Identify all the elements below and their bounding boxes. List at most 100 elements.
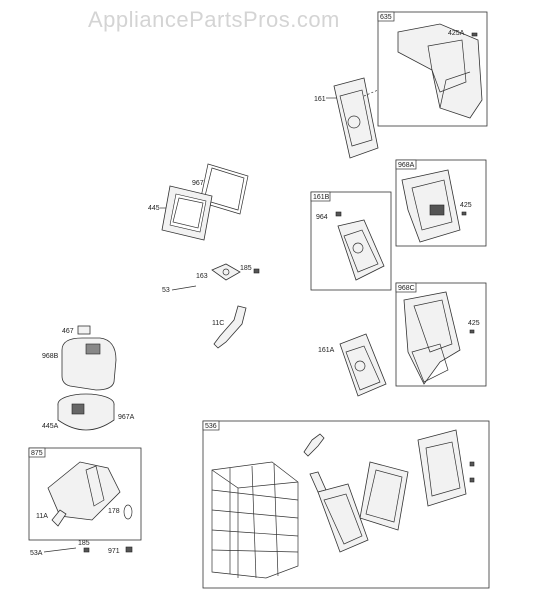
label-971: 971 xyxy=(108,548,120,555)
label-11c: 11C xyxy=(212,320,224,327)
assembly-875-frame xyxy=(28,447,142,541)
housing-968c xyxy=(403,291,461,385)
assembly-161b[interactable]: 161B 964 xyxy=(310,191,392,291)
assembly-875[interactable]: 875 11A 178 xyxy=(28,447,142,541)
screw-536-b xyxy=(469,477,475,483)
part-971[interactable]: 971 xyxy=(108,546,133,555)
label-185-top: 185 xyxy=(240,265,252,272)
hose-11a xyxy=(51,509,67,527)
assembly-635-tag xyxy=(377,11,395,22)
housing-536 xyxy=(417,429,467,507)
assembly-968c-frame xyxy=(395,282,487,387)
nut-185-top xyxy=(253,268,260,274)
cover-edge xyxy=(439,71,471,109)
assembly-536-tag xyxy=(202,420,220,431)
stud-53 xyxy=(171,285,197,291)
label-161b: 161B xyxy=(313,194,330,201)
label-53: 53 xyxy=(162,287,170,294)
screw-425-mid xyxy=(469,329,475,334)
base-161b xyxy=(337,219,385,281)
assembly-968c[interactable]: 968C 425 xyxy=(395,282,487,387)
assembly-536[interactable]: 536 xyxy=(202,420,490,589)
label-968b: 968B xyxy=(42,353,59,360)
part-53[interactable]: 53 xyxy=(162,285,197,294)
gasket-163-hole xyxy=(222,268,230,276)
nut-185-bot xyxy=(83,547,90,553)
gasket-967 xyxy=(199,163,249,215)
wire-cage xyxy=(211,461,299,579)
label-445: 445 xyxy=(148,205,160,212)
filter-445a-pleats xyxy=(71,403,85,415)
filter-445a-body xyxy=(57,404,115,431)
base-161-port xyxy=(347,115,361,129)
part-185-bot[interactable]: 185 xyxy=(78,540,90,553)
clip-536 xyxy=(309,471,327,493)
housing-968c-inner xyxy=(413,299,453,353)
cover-inner-recess xyxy=(427,39,467,93)
label-178: 178 xyxy=(108,508,120,515)
part-467[interactable]: 467 xyxy=(62,325,91,335)
assembly-161b-tag xyxy=(310,191,331,202)
part-161[interactable]: 161 xyxy=(314,77,379,159)
label-425-top: 425 xyxy=(460,202,472,209)
label-875: 875 xyxy=(31,450,43,457)
part-163[interactable]: 163 xyxy=(196,263,241,281)
assembly-635-frame xyxy=(377,11,488,127)
part-967a[interactable]: 967A xyxy=(118,414,135,421)
assembly-161b-frame xyxy=(310,191,392,291)
label-425a: 425A xyxy=(448,30,465,37)
label-161a: 161A xyxy=(318,347,335,354)
label-53a: 53A xyxy=(30,550,43,557)
part-967[interactable]: 967 xyxy=(192,163,249,215)
dashed-leader-161 xyxy=(363,89,379,97)
assembly-635[interactable]: 635 425A xyxy=(377,11,488,127)
base-536-inner xyxy=(323,493,363,545)
air-filter-445-element xyxy=(169,193,207,233)
label-467: 467 xyxy=(62,328,74,335)
part-11c[interactable]: 11C xyxy=(212,305,247,349)
breather-tube-11c xyxy=(213,305,247,349)
label-185-bot: 185 xyxy=(78,540,90,547)
base-161-inner xyxy=(339,89,373,147)
watermark: AppliancePartsPros.com xyxy=(88,7,340,32)
air-filter-445-pleat xyxy=(172,197,204,229)
base-161a-inner xyxy=(345,345,381,391)
label-968c: 968C xyxy=(398,285,415,292)
fitting-971 xyxy=(125,546,133,553)
part-185-top[interactable]: 185 xyxy=(240,265,260,274)
assembly-968a-tag xyxy=(395,159,417,170)
label-161: 161 xyxy=(314,96,326,103)
housing-968a-block xyxy=(429,204,445,216)
part-53a[interactable]: 53A xyxy=(30,547,77,557)
handle-536 xyxy=(303,433,325,457)
label-536: 536 xyxy=(205,423,217,430)
assembly-968a-frame xyxy=(395,159,487,247)
housing-968c-scoop xyxy=(411,343,449,383)
base-161b-inner xyxy=(343,229,379,273)
part-445[interactable]: 445 xyxy=(148,185,213,241)
housing-968a-inner xyxy=(411,179,453,231)
label-445a: 445A xyxy=(42,423,59,430)
base-536 xyxy=(317,483,369,553)
stud-53a xyxy=(43,547,77,553)
assembly-536-frame xyxy=(202,420,490,589)
screw-536-a xyxy=(469,461,475,467)
label-968a: 968A xyxy=(398,162,415,169)
gasket-967-inner xyxy=(203,167,245,211)
part-445a[interactable]: 445A xyxy=(42,393,115,431)
part-968b[interactable]: 968B xyxy=(42,337,117,391)
o-ring-178 xyxy=(123,504,133,520)
part-161a[interactable]: 161A xyxy=(318,333,387,397)
label-425-mid: 425 xyxy=(468,320,480,327)
label-635: 635 xyxy=(380,14,392,21)
base-161a-port xyxy=(354,360,366,372)
cover-968b xyxy=(61,337,117,391)
assembly-968a[interactable]: 968A 425 xyxy=(395,159,487,247)
label-11a: 11A xyxy=(36,513,48,520)
filter-536 xyxy=(359,461,409,531)
screw-425a xyxy=(471,32,478,37)
air-cleaner-cover xyxy=(397,23,483,119)
label-967: 967 xyxy=(192,180,204,187)
assembly-968c-tag xyxy=(395,282,417,293)
